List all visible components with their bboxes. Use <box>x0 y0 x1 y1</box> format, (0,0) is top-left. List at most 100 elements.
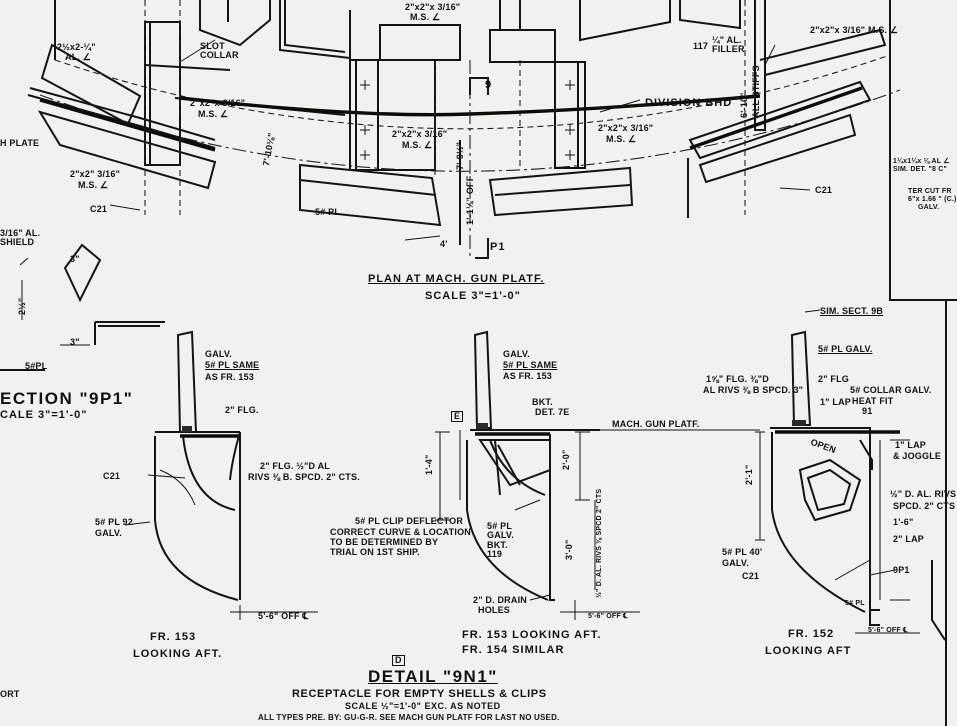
five-pl-mid: 5#PL <box>25 361 48 371</box>
fr153b-bkt-119: BKT. 119 <box>487 540 508 559</box>
mid-ms-label: M.S. ∠ <box>402 140 433 150</box>
fr153-plate: 5# PL SAME <box>205 360 260 370</box>
fr153b-plate: 5# PL SAME <box>503 360 558 370</box>
fr152-collar: 5# COLLAR GALV. <box>850 385 932 395</box>
detail-title: DETAIL "9N1" <box>368 667 498 686</box>
fr153b-name: FR. 153 LOOKING AFT. <box>462 629 602 641</box>
fr152-plate: 5# PL GALV. <box>818 344 873 354</box>
fr152-spcd: SPCD. 2" CTS <box>893 501 956 511</box>
fr153b-similar: FR. 154 SIMILAR <box>462 644 565 656</box>
right-ms-label: M.S. ∠ <box>606 134 637 144</box>
fr153b-drain: 2" D. DRAIN <box>473 595 527 605</box>
num-117-label: 117 <box>693 41 709 51</box>
fr152-looking: LOOKING AFT <box>765 645 852 657</box>
detail-scale: SCALE ½"=1'-0" EXC. AS NOTED <box>345 701 501 711</box>
fr152-al-rivs: AL RIVS ⅜ B SPCD. 3" <box>703 385 804 395</box>
fr152-nine-p1: 9P1 <box>893 565 910 575</box>
dim-2-half: 2½" <box>17 297 27 315</box>
fr152-heat-num: 91 <box>862 406 873 416</box>
fr153-flg: 2" FLG. <box>225 405 259 415</box>
fr153b-bkt: BKT. <box>532 397 553 407</box>
ms-angle-label-left: 2"x2"x 3/16" <box>190 98 246 108</box>
section-9p1-lines <box>0 243 165 371</box>
fr153b-holes: HOLES <box>478 605 511 615</box>
plan-title: PLAN AT MACH. GUN PLATF. <box>368 273 545 285</box>
mid-angle-label: 2"x2"x 3/16" <box>392 129 448 139</box>
fr153-c21: C21 <box>103 471 121 481</box>
ms-label-top-center: M.S. ∠ <box>410 12 441 22</box>
filler-label: ¼" AL. FILLER <box>712 35 745 54</box>
fr153b-lines <box>435 330 640 620</box>
fr152-dim-11: 2'-1" <box>744 464 754 485</box>
sim-det-label: 1¼x1¼x ⅛ AL ∠ SIM. DET. "8 C" <box>893 158 950 173</box>
angle-left-low-label: 2"x2" 3/16" <box>70 169 121 179</box>
fr152-pl-num: 5# PL <box>845 600 865 607</box>
fr152-joggle: & JOGGLE <box>893 451 942 461</box>
fr152-c21: C21 <box>742 571 760 581</box>
fr152-off: 5'-6" OFF ℄ <box>868 627 908 634</box>
dim-3-lower: 3" <box>70 337 80 347</box>
ter-cut3-label: GALV. <box>918 204 940 211</box>
fr152-lines <box>755 309 946 641</box>
fr152-galv-low: GALV. <box>722 558 750 568</box>
fr153-galv: GALV. <box>205 349 233 359</box>
fr152-heat-fit: HEAT FIT <box>852 396 894 406</box>
mach-gun-platf-label: MACH. GUN PLATF. <box>612 419 700 429</box>
plan-view <box>27 0 901 260</box>
all-stiffs-label: ALL STIFFS <box>751 65 761 118</box>
section-title: ECTION "9P1" <box>0 389 134 408</box>
sheet-border <box>889 0 957 301</box>
plan-scale: SCALE 3"=1'-0" <box>425 290 521 302</box>
fr153b-correct: CORRECT CURVE & LOCATION <box>330 527 471 537</box>
fr152-sim-sect: SIM. SECT. 9B <box>820 306 884 316</box>
fr153-as-fr: AS FR. 153 <box>205 372 255 382</box>
fr153b-determined: TO BE DETERMINED BY <box>330 537 439 547</box>
fr153b-off: 5'-6" OFF ℄ <box>588 613 628 620</box>
right-angle-label: 2"x2"x 3/16" <box>598 123 654 133</box>
fr152-flg: 2" FLG <box>818 374 849 384</box>
fr152-name: FR. 152 <box>788 628 835 640</box>
angle-top-right-label: 2"x2"x 3/16" M.S. ∠ <box>810 25 899 35</box>
fr153b-trial: TRIAL ON 1ST SHIP. <box>330 547 420 557</box>
fr153b-dim-20: 2'-0" <box>561 449 571 470</box>
fr153b-pl-galv: 5# PL GALV. <box>487 521 515 540</box>
ms-angle-label-left2: M.S. ∠ <box>198 109 229 119</box>
detail-note: ALL TYPES PRE. BY: GU-G-R. SEE MACH GUN … <box>258 713 560 722</box>
fr153b-clip-deflector: 5# PL CLIP DEFLECTOR <box>355 516 464 526</box>
fr152-lap2: 1" LAP <box>895 440 926 450</box>
plate-left-label: H PLATE <box>0 138 40 148</box>
section-p1-label: P1 <box>490 241 506 253</box>
off-dim-label: 1'-1¼" OFF <box>465 175 475 225</box>
ter-cut2-label: 6"x 1.66 " (C.) <box>908 196 957 203</box>
fr153b-dim-14: 1'-4" <box>424 454 434 475</box>
five-pl-label: 5# PL <box>315 207 341 217</box>
fr152-flg-rivs: 1⅝" FLG. ⅜"D <box>706 374 769 384</box>
fr153-lines <box>124 330 318 620</box>
fr152-lap3: 2" LAP <box>893 534 924 544</box>
c21-right-label: C21 <box>815 185 833 195</box>
dim-3-upper: 3" <box>70 254 80 264</box>
detail-sub: RECEPTACLE FOR EMPTY SHELLS & CLIPS <box>292 688 547 700</box>
fr153b-galv: GALV. <box>503 349 531 359</box>
dim-7-9-label: 7'-9½" <box>455 141 465 170</box>
section-scale: CALE 3"=1'-0" <box>0 409 88 421</box>
ter-cut-label: TER CUT FR <box>908 188 952 195</box>
shield-label: 3/16" AL. SHIELD <box>0 228 41 247</box>
fr152-plate-low: 5# PL 40' <box>722 547 763 557</box>
fr153-galv-low: GALV. <box>95 528 123 538</box>
fr152-dim-15: 1'-6" <box>893 517 914 527</box>
fr153-looking: LOOKING AFT. <box>133 648 223 660</box>
dim-4-label: 4' <box>440 239 448 249</box>
fr153b-dim-30: 3'-0" <box>564 539 574 560</box>
fr152-rivs-right: ½" D. AL. RIVS <box>890 489 957 499</box>
division-bulkhead-label: DIVISION BHD <box>645 97 733 109</box>
fr153-rivs: RIVS ⅜ B. SPCD. 2" CTS. <box>248 472 360 482</box>
fr153-name: FR. 153 <box>150 631 197 643</box>
detail-box: D <box>392 655 405 666</box>
al-label-top-left: AL. ∠ <box>65 52 92 62</box>
port-label: ORT <box>0 689 20 699</box>
fr153-flg-rivs: 2" FLG. ½"D AL <box>260 461 331 471</box>
fr153b-rivs-vert: ½" D. AL. RIVS ⅜ SPCD 2" CTS <box>596 488 603 598</box>
fr152-lap: 1" LAP <box>820 397 851 407</box>
